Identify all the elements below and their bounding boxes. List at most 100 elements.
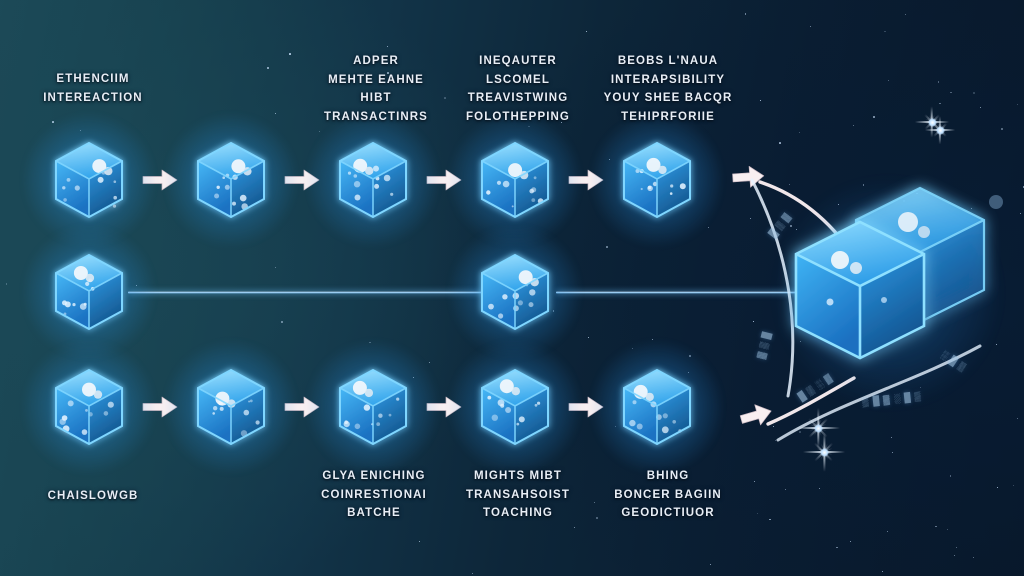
star-dot (745, 13, 747, 15)
cube-icon (618, 138, 696, 222)
cube-icon (50, 365, 128, 449)
star-dot (939, 102, 942, 105)
cube-icon (192, 365, 270, 449)
star-dot (289, 53, 291, 55)
cube-icon (618, 365, 696, 449)
star-dot (887, 80, 889, 82)
label-bottom-4: BHING BONCER BAGIIN GEODICTIUOR (614, 470, 722, 520)
label-top-4: BEOBS L'NAUA INTERAPSIBILITY YOUY SHEE B… (603, 55, 733, 123)
sparkle-beam (925, 118, 939, 126)
sparkle-beam (915, 120, 949, 124)
sparkle-beam (934, 127, 946, 133)
star-dot (756, 512, 759, 515)
star-dot (779, 142, 781, 144)
sparkle-beam (924, 114, 940, 130)
star-dot (949, 475, 952, 477)
cube-top-1[interactable] (23, 109, 155, 251)
cube-icon (192, 138, 270, 222)
cube-icon (476, 138, 554, 222)
star-dot (850, 540, 852, 542)
star-dot (798, 131, 800, 133)
star-dot (769, 518, 771, 521)
cube-top-4[interactable] (449, 109, 581, 251)
star-dot (1000, 128, 1003, 131)
sparkle-beam (928, 115, 936, 129)
star-top-right (925, 115, 955, 145)
cluster-cubes-icon (750, 178, 1003, 442)
sparkle-beam (930, 106, 934, 138)
sparkle-beam (937, 124, 943, 136)
star-dot (429, 362, 431, 364)
star-dot (586, 30, 587, 32)
star-dot (980, 106, 982, 108)
star-dot (709, 563, 711, 565)
star-dot (973, 556, 974, 558)
star-dot (852, 124, 854, 126)
label-bottom-3: MIGHTS MIBT TRANSAHSOIST TOACHING (466, 470, 570, 520)
star-dot (280, 321, 283, 323)
curved-arrow-icon (739, 376, 856, 426)
star-dot (884, 30, 886, 33)
sparkle-core (935, 125, 945, 135)
cube-bottom-3[interactable] (307, 336, 439, 478)
cube-icon (476, 250, 554, 334)
star-dot (937, 81, 940, 83)
label-bottom-1: CHAISLOWGB (47, 490, 139, 502)
star-dot (318, 131, 320, 133)
star-dot (891, 452, 893, 454)
star-dot (810, 26, 811, 27)
star-dot (1017, 104, 1019, 106)
cube-mid-2[interactable] (449, 221, 581, 363)
cube-icon (334, 138, 412, 222)
star-dot (935, 525, 937, 528)
sparkle-beam (934, 127, 946, 133)
cube-bottom-5[interactable] (591, 336, 723, 478)
star-dot (973, 92, 975, 94)
star-dot (997, 486, 999, 488)
cube-icon (476, 365, 554, 449)
connector-middle-left (128, 290, 518, 294)
star-dot (573, 527, 575, 529)
star-dot (587, 337, 589, 339)
sparkle-beam (924, 114, 940, 130)
star-dot (605, 246, 608, 249)
cube-bottom-4[interactable] (449, 336, 581, 478)
label-top-2: ADPER MEHTE EAHNE HIBT TRANSACTINRS (324, 55, 428, 123)
star-dot (266, 67, 269, 70)
star-dot (950, 91, 952, 94)
label-top-1: ETHENCIIM INTEREACTION (43, 73, 143, 104)
cube-mid-1[interactable] (23, 221, 155, 363)
star-dot (873, 116, 875, 118)
sparkle-beam (933, 123, 947, 137)
curved-arrow-bottom[interactable] (726, 372, 866, 492)
blockchain-cluster[interactable]: █ ▒ ▓▓ ▒ ██ ▒ ░ ▓▒ █ ▓ ░ █ ▒░ █ ▒ (744, 106, 1024, 450)
cube-top-5[interactable] (591, 109, 723, 251)
sparkle-beam (933, 123, 947, 137)
star-dot (955, 546, 957, 548)
star-dot (953, 554, 955, 556)
sparkle-core (927, 117, 937, 127)
star-dot (887, 530, 889, 532)
star-dot (947, 529, 949, 531)
cube-bottom-1[interactable] (23, 336, 155, 478)
cube-icon (50, 138, 128, 222)
label-bottom-2: GLYA ENICHING COINRESTIONAI BATCHE (321, 470, 427, 520)
star-dot (882, 570, 883, 572)
star-dot (471, 572, 473, 574)
sparkle-beam (925, 118, 939, 126)
star-dot (759, 99, 761, 101)
cube-bottom-2[interactable] (165, 336, 297, 478)
star-dot (275, 112, 277, 114)
sparkle-beam (937, 124, 943, 136)
sparkle-beam (928, 115, 936, 129)
star-dot (418, 540, 421, 542)
sparkle-beam (938, 116, 942, 144)
star-dot (274, 267, 276, 268)
cube-top-2[interactable] (165, 109, 297, 251)
cube-top-3[interactable] (307, 109, 439, 251)
cube-icon (334, 365, 412, 449)
star-dot (1012, 484, 1014, 486)
sparkle-beam (925, 128, 955, 132)
star-cluster-top (915, 105, 949, 139)
